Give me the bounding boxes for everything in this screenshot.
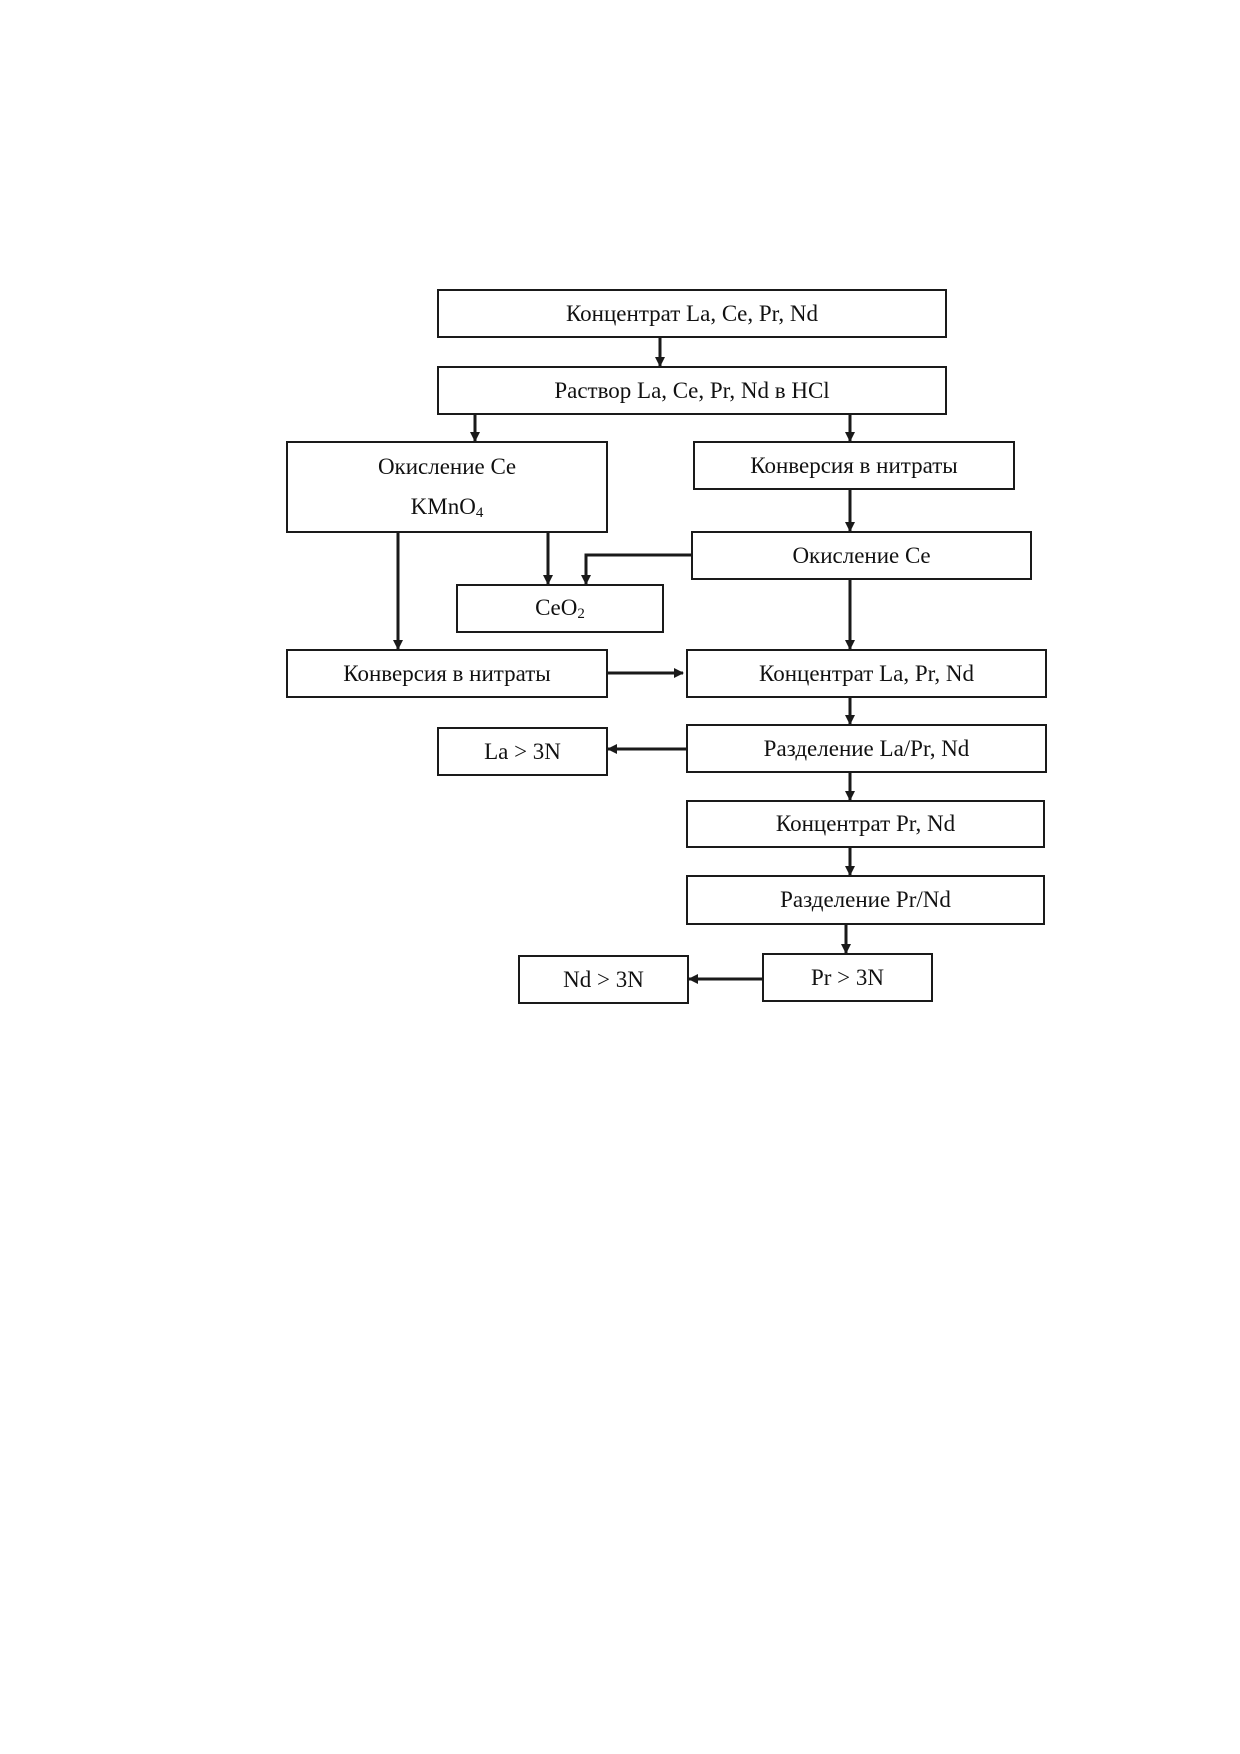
- node-label: Концентрат La, Pr, Nd: [759, 660, 974, 686]
- node-nd-product: Nd > 3N: [518, 955, 689, 1004]
- formula-subscript: 4: [475, 505, 484, 521]
- node-concentrate-la-ce-pr-nd: Концентрат La, Ce, Pr, Nd: [437, 289, 947, 338]
- node-oxidation-ce-right: Окисление Ce: [691, 531, 1032, 580]
- formula: CeO2: [535, 594, 585, 623]
- node-conversion-nitrates-right: Конверсия в нитраты: [693, 441, 1015, 490]
- node-concentrate-pr-nd: Концентрат Pr, Nd: [686, 800, 1045, 848]
- node-la-product: La > 3N: [437, 727, 608, 776]
- node-oxidation-ce-kmno4: Окисление Ce KMnO4: [286, 441, 608, 533]
- node-separation-pr-nd: Разделение Pr/Nd: [686, 875, 1045, 925]
- node-separation-la-pr-nd: Разделение La/Pr, Nd: [686, 724, 1047, 773]
- node-label: Разделение Pr/Nd: [780, 887, 951, 913]
- formula-base: KMnO: [410, 494, 476, 519]
- node-label: La > 3N: [484, 738, 561, 764]
- reagent-formula: KMnO4: [411, 487, 484, 527]
- node-label: Разделение La/Pr, Nd: [763, 735, 970, 761]
- node-concentrate-la-pr-nd: Концентрат La, Pr, Nd: [686, 649, 1047, 698]
- node-label: Окисление Ce: [792, 542, 931, 568]
- node-label: Pr > 3N: [810, 964, 885, 990]
- node-ceo2: CeO2: [456, 584, 664, 633]
- node-label: Окисление Ce: [377, 453, 517, 479]
- node-label: Конверсия в нитраты: [750, 452, 958, 478]
- node-label: Концентрат Pr, Nd: [775, 811, 956, 837]
- arrow-oxidation-right-to-ceo2: [581, 553, 691, 585]
- formula-subscript: 2: [577, 606, 585, 622]
- node-label: Nd > 3N: [563, 966, 644, 992]
- node-pr-product: Pr > 3N: [762, 953, 933, 1002]
- node-solution-hcl: Раствор La, Ce, Pr, Nd в HCl: [437, 366, 947, 415]
- node-label: Раствор La, Ce, Pr, Nd в HCl: [554, 377, 830, 403]
- node-label: Концентрат La, Ce, Pr, Nd: [565, 300, 819, 326]
- node-conversion-nitrates-left: Конверсия в нитраты: [286, 649, 608, 698]
- formula-base: CeO: [535, 595, 578, 620]
- node-label: Конверсия в нитраты: [343, 660, 551, 686]
